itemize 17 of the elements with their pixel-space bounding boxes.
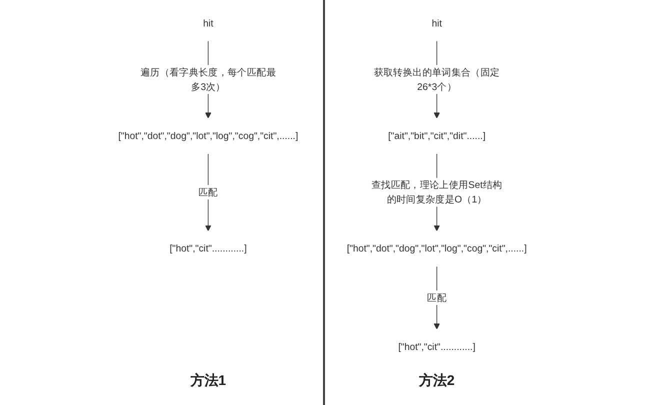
method-caption: 方法1 <box>190 372 226 390</box>
edge-label: 遍历（看字典长度，每个匹配最多3次） <box>140 66 276 92</box>
node-text: hit <box>432 17 442 28</box>
method-caption: 方法2 <box>418 372 455 390</box>
arrow <box>434 266 440 330</box>
node-text: ["hot","dot","dog","lot","log","cog","cit",......] <box>118 130 298 142</box>
edge-label: 匹配 <box>198 186 218 198</box>
flowchart: 遍历（看字典长度，每个匹配最多3次） 匹配 获取转换出的单词集合（固定26*3个） 查找匹配，理论上使用Set结构的时间复杂度是O（1） 匹配 hit ["hot","dot","dog","lot","log","cog","cit",......] ["hot","cit"............] hit ["ait","bit","cit","dit"......] ["hot","dot","dog","lot","log","cog","cit",......] ["hot","cit"............] <box>0 0 645 370</box>
node-text: hit <box>203 17 214 28</box>
edge-label: 匹配 <box>427 292 446 303</box>
edge-label: 获取转换出的单词集合（固定26*3个） <box>374 66 500 92</box>
arrow <box>205 153 212 232</box>
node-text: ["hot","cit"............] <box>170 242 247 254</box>
node-text: ["hot","dot","dog","lot","log","cog","cit",......] <box>346 242 527 254</box>
node-text: ["ait","bit","cit","dit"......] <box>388 130 486 142</box>
node-text: ["hot","cit"............] <box>398 340 476 352</box>
edge-label: 查找匹配，理论上使用Set结构的时间复杂度是O（1） <box>371 179 502 205</box>
